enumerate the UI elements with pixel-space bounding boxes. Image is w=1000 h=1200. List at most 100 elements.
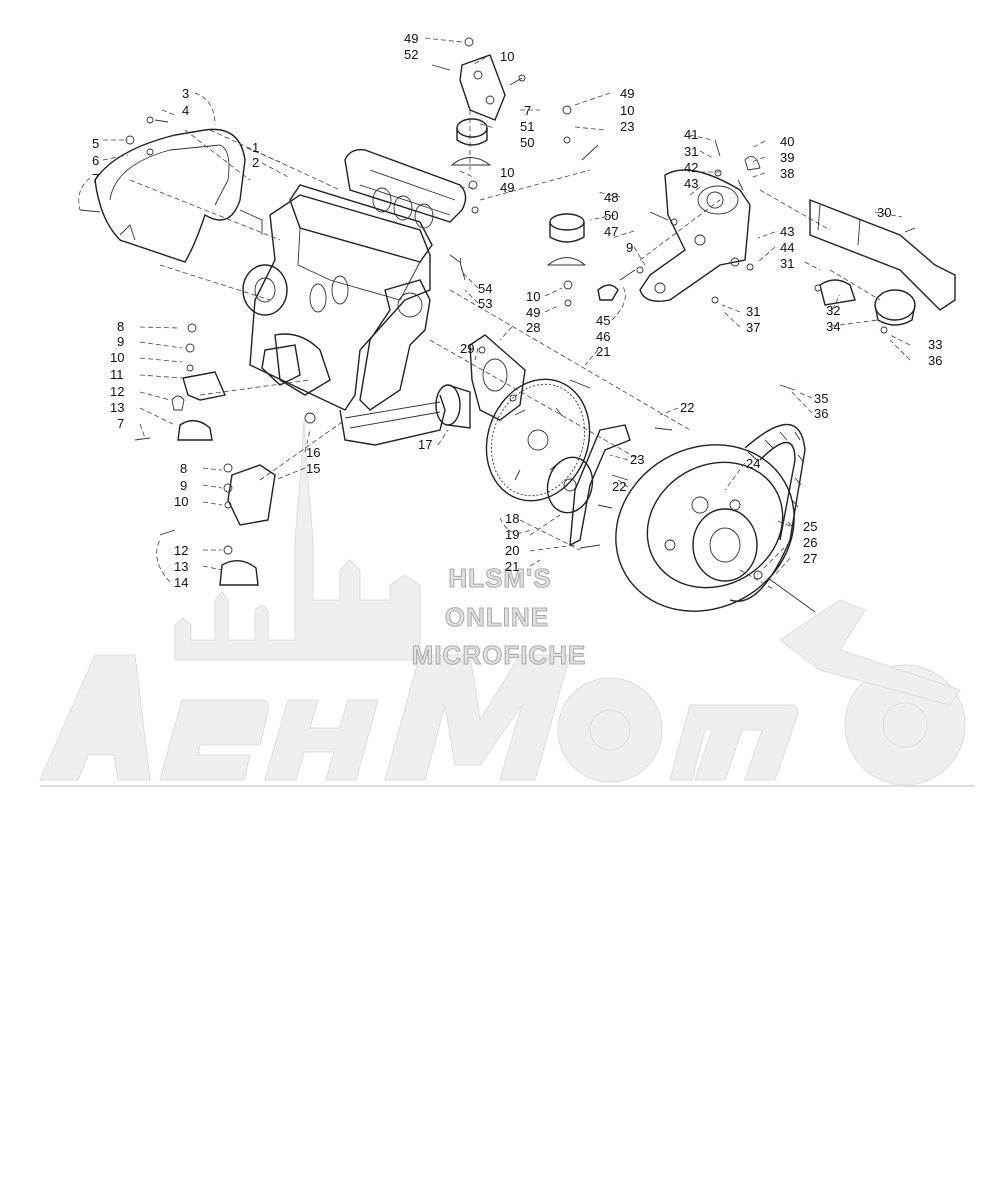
callout-10: 10 xyxy=(110,350,124,365)
callout-10: 10 xyxy=(500,165,514,180)
callout-25: 25 xyxy=(803,519,817,534)
callout-24: 24 xyxy=(746,456,760,471)
callout-8: 8 xyxy=(180,461,187,476)
callout-13: 13 xyxy=(110,400,124,415)
callout-9: 9 xyxy=(626,240,633,255)
watermark-line-2: ONLINE xyxy=(445,602,549,632)
callout-9: 9 xyxy=(117,334,124,349)
callout-43: 43 xyxy=(780,224,794,239)
callout-49: 49 xyxy=(526,305,540,320)
flange-plate xyxy=(469,334,526,421)
callout-10: 10 xyxy=(526,289,540,304)
callout-44: 44 xyxy=(780,240,794,255)
breather-hose-inner xyxy=(799,333,881,383)
watermark-skyline xyxy=(174,419,421,661)
callout-49: 49 xyxy=(404,31,418,46)
callout-41: 41 xyxy=(684,127,698,142)
callout-39: 39 xyxy=(780,150,794,165)
assembly-lines xyxy=(129,110,881,591)
callout-10: 10 xyxy=(500,49,514,64)
watermark: HLSM'S ONLINE MICROFICHE xyxy=(39,419,975,787)
belt-guard xyxy=(94,128,246,263)
hardware-fasteners xyxy=(79,37,916,613)
mount-rubber-right xyxy=(546,213,587,266)
exhaust-pipe xyxy=(809,198,956,326)
callout-7: 7 xyxy=(92,171,99,186)
callout-12: 12 xyxy=(174,543,188,558)
callout-10: 10 xyxy=(174,494,188,509)
callout-43: 43 xyxy=(684,176,698,191)
callout-18: 18 xyxy=(505,511,519,526)
watermark-line-3: MICROFICHE xyxy=(412,640,587,670)
callout-31: 31 xyxy=(746,304,760,319)
front-mount-bracket-upper xyxy=(177,371,226,441)
callout-4: 4 xyxy=(182,103,189,118)
callout-3: 3 xyxy=(182,86,189,101)
callout-42: 42 xyxy=(684,160,698,175)
callout-16: 16 xyxy=(306,445,320,460)
callout-40: 40 xyxy=(780,134,794,149)
callout-29: 29 xyxy=(460,341,474,356)
drive-hub xyxy=(435,384,471,429)
callout-37: 37 xyxy=(746,320,760,335)
callout-10: 10 xyxy=(620,103,634,118)
watermark-logo xyxy=(39,599,975,787)
callout-5: 5 xyxy=(92,136,99,151)
callout-22: 22 xyxy=(612,479,626,494)
flywheel xyxy=(485,378,591,502)
callout-48: 48 xyxy=(604,190,618,205)
callout-22: 22 xyxy=(680,400,694,415)
callout-6: 6 xyxy=(92,153,99,168)
callout-31: 31 xyxy=(780,256,794,271)
callout-38: 38 xyxy=(780,166,794,181)
callout-20: 20 xyxy=(505,543,519,558)
callout-26: 26 xyxy=(803,535,817,550)
drive-clutch xyxy=(615,444,795,612)
parts xyxy=(79,37,956,613)
callout-31: 31 xyxy=(684,144,698,159)
callout-7: 7 xyxy=(524,103,531,118)
callout-14: 14 xyxy=(174,575,188,590)
callout-50: 50 xyxy=(520,135,534,150)
callout-49: 49 xyxy=(620,86,634,101)
top-engine-mount xyxy=(450,54,506,166)
callout-12: 12 xyxy=(110,384,124,399)
callout-21: 21 xyxy=(505,559,519,574)
callout-11: 11 xyxy=(110,367,124,382)
callout-leaders xyxy=(78,37,911,583)
callout-19: 19 xyxy=(505,527,519,542)
callout-35: 35 xyxy=(814,391,828,406)
callout-7: 7 xyxy=(117,416,124,431)
callout-45: 45 xyxy=(596,313,610,328)
watermark-line-1: HLSM'S xyxy=(448,563,551,593)
callout-labels: 49 52 10 3 4 49 10 7 23 51 50 5 6 41 40 … xyxy=(92,31,942,590)
callout-1: 1 xyxy=(252,140,259,155)
front-mount-bracket-lower xyxy=(219,464,276,586)
callout-17: 17 xyxy=(418,437,432,452)
callout-52: 52 xyxy=(404,47,418,62)
callout-15: 15 xyxy=(306,461,320,476)
callout-33: 33 xyxy=(928,337,942,352)
callout-28: 28 xyxy=(526,320,540,335)
drive-belt xyxy=(729,423,806,602)
callout-30: 30 xyxy=(877,205,891,220)
callout-8: 8 xyxy=(117,319,124,334)
callout-51: 51 xyxy=(520,119,534,134)
callout-50: 50 xyxy=(604,208,618,223)
callout-13: 13 xyxy=(174,559,188,574)
callout-27: 27 xyxy=(803,551,817,566)
callout-49: 49 xyxy=(500,180,514,195)
callout-36: 36 xyxy=(928,353,942,368)
callout-47: 47 xyxy=(604,224,618,239)
callout-36: 36 xyxy=(814,406,828,421)
callout-23: 23 xyxy=(630,452,644,467)
callout-34: 34 xyxy=(826,319,840,334)
callout-23: 23 xyxy=(620,119,634,134)
callout-53: 53 xyxy=(478,296,492,311)
engine-block xyxy=(242,149,467,446)
clutch-bracket xyxy=(569,424,631,547)
callout-9: 9 xyxy=(180,478,187,493)
callout-2: 2 xyxy=(252,155,259,170)
